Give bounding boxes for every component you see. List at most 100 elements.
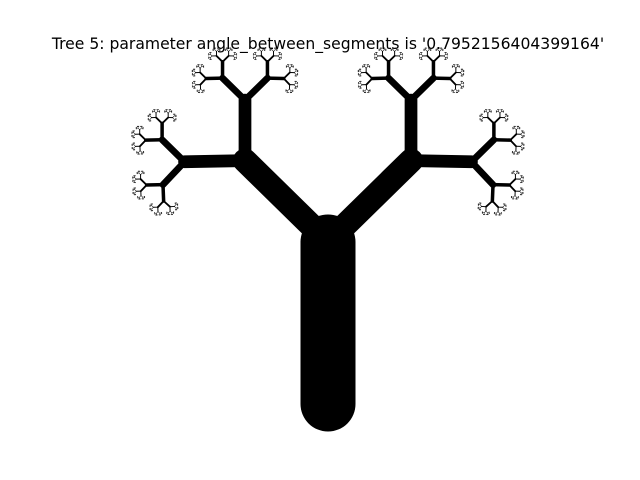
- tree-branch: [516, 127, 519, 130]
- tree-branch: [277, 55, 280, 58]
- tree-branch: [426, 54, 435, 63]
- tree-branch: [138, 150, 141, 153]
- tree-branch: [364, 66, 367, 69]
- tree-branch: [140, 195, 143, 198]
- tree-branch: [271, 49, 274, 52]
- tree-branch: [421, 55, 424, 58]
- tree-branch: [155, 116, 164, 125]
- tree-branch: [134, 178, 137, 182]
- tree-branch: [172, 117, 175, 120]
- tree-branch: [515, 172, 518, 175]
- tree-branch: [168, 210, 171, 214]
- tree-branch: [460, 72, 463, 75]
- tree-branch: [133, 132, 136, 135]
- tree-branch: [255, 54, 258, 57]
- tree-branch: [259, 49, 262, 52]
- tree-branch: [459, 82, 462, 85]
- tree-branch: [140, 172, 143, 175]
- tree-branch: [193, 72, 196, 75]
- tree-branch: [504, 117, 507, 120]
- tree-branch: [289, 88, 292, 91]
- tree-branch: [479, 206, 482, 209]
- tree-branch: [133, 146, 136, 149]
- tree-branch: [193, 70, 196, 73]
- tree-branch: [159, 158, 188, 189]
- tree-branch: [499, 111, 502, 114]
- tree-branch: [199, 66, 203, 69]
- tree-branch: [365, 71, 374, 80]
- tree-branch: [294, 70, 297, 73]
- tree-branch: [155, 111, 158, 114]
- tree-branch: [443, 55, 446, 58]
- tree-branch: [498, 111, 501, 114]
- tree-branch: [365, 66, 369, 69]
- tree-branch: [481, 117, 484, 120]
- tree-branch: [156, 200, 165, 209]
- tree-branch: [515, 150, 518, 153]
- tree-branch: [277, 54, 280, 57]
- tree-branch: [455, 66, 458, 69]
- tree-branch: [404, 154, 478, 169]
- tree-branch: [502, 205, 505, 208]
- tree-branch: [485, 210, 488, 214]
- tree-branch: [497, 211, 500, 214]
- tree-branch: [293, 84, 296, 87]
- figure-title: Tree 5: parameter angle_between_segments…: [51, 35, 605, 53]
- tree-branch: [491, 200, 500, 209]
- tree-branch: [260, 54, 269, 63]
- tree-branch: [139, 139, 147, 148]
- tree-branch: [360, 84, 363, 87]
- tree-branch: [215, 54, 224, 63]
- tree-branch: [214, 49, 217, 52]
- tree-branch: [134, 191, 137, 194]
- tree-branch: [157, 211, 160, 214]
- tree-branch: [266, 54, 275, 63]
- tree-branch: [210, 54, 213, 57]
- tree-branch: [398, 55, 401, 58]
- tree-branch: [282, 77, 291, 86]
- tree-branch: [287, 66, 291, 69]
- tree-branch: [139, 184, 148, 193]
- tree-branch: [432, 54, 441, 63]
- tree-branch: [376, 55, 379, 58]
- tree-branch: [394, 49, 397, 52]
- tree-branch: [520, 144, 523, 147]
- tree-branch: [366, 88, 369, 91]
- tree-branch: [519, 191, 522, 194]
- tree-branch: [382, 49, 385, 52]
- tree-branch: [198, 88, 201, 91]
- tree-branch: [459, 84, 462, 87]
- tree-branch: [158, 136, 188, 166]
- tree-branch: [198, 66, 201, 69]
- tree-branch: [504, 115, 507, 118]
- tree-branch: [133, 133, 136, 137]
- tree-branch: [282, 71, 291, 80]
- tree-branch: [407, 74, 437, 104]
- tree-branch: [376, 54, 379, 57]
- tree-branch: [169, 210, 173, 213]
- tree-branch: [427, 49, 430, 52]
- tree-branch: [161, 116, 170, 125]
- tree-branch: [365, 77, 374, 86]
- tree-branch: [513, 195, 516, 198]
- tree-branch: [468, 158, 497, 189]
- tree-branch: [232, 54, 235, 57]
- tree-branch: [485, 111, 489, 114]
- tree-branch: [443, 54, 446, 57]
- tree-branch: [232, 55, 235, 58]
- tree-branch: [139, 150, 143, 153]
- tree-branch: [359, 70, 362, 73]
- tree-branch: [490, 182, 495, 203]
- tree-branch: [287, 88, 290, 91]
- tree-branch: [492, 116, 501, 125]
- tree-branch: [460, 70, 463, 73]
- tree-branch: [199, 71, 208, 80]
- tree-branch: [508, 184, 517, 193]
- tree-branch: [134, 189, 137, 192]
- tree-branch: [381, 54, 390, 63]
- tree-branch: [139, 127, 142, 130]
- tree-branch: [364, 88, 367, 91]
- tree-branch: [199, 77, 208, 86]
- tree-branch: [359, 72, 362, 75]
